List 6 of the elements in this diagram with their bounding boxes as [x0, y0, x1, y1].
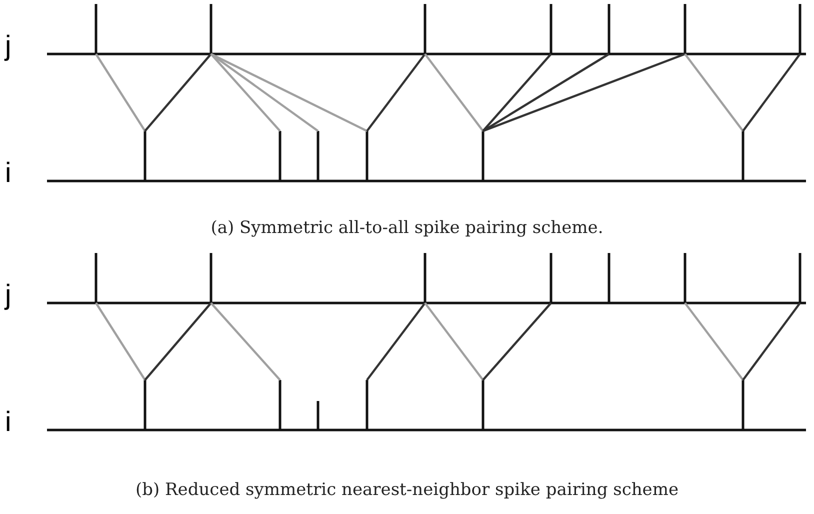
caption: (b) Reduced symmetric nearest-neighbor spike pairing scheme	[134, 479, 680, 502]
axis-label: j	[5, 279, 12, 311]
caption: (a) Symmetric all-to-all spike pairing scheme.	[210, 217, 604, 240]
axis-label: i	[5, 406, 12, 438]
axis-label: j	[5, 30, 12, 62]
axis-label: i	[5, 157, 12, 189]
